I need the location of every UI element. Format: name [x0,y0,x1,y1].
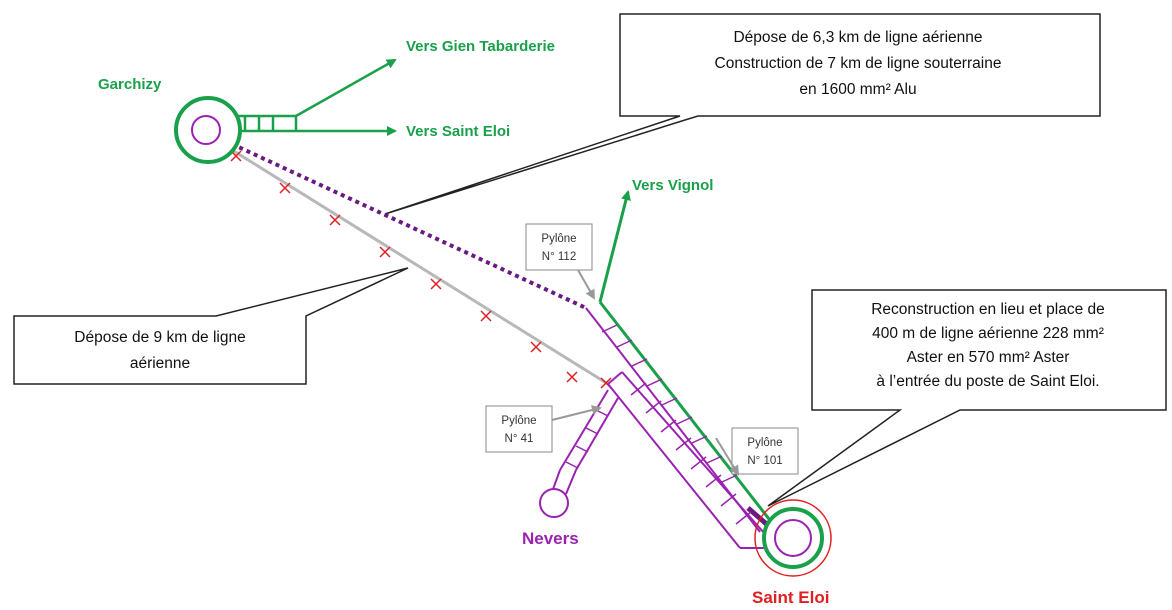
substation-garchizy[interactable] [174,96,242,164]
substation-saint-eloi[interactable] [754,499,832,577]
callout-reconstruction-line2: 400 m de ligne aérienne 228 mm² [872,325,1104,342]
callout-underground-line3: en 1600 mm² Alu [799,81,916,98]
callout-underground-line1: Dépose de 6,3 km de ligne aérienne [733,29,982,46]
removal-crosses [230,150,612,389]
callout-removal-line2: aérienne [130,355,190,372]
callout-reconstruction [767,289,1167,507]
callout-removal [13,267,409,385]
removed-overhead-line [215,138,609,386]
garchizy-green-links [230,58,397,136]
callout-removal-line1: Dépose de 9 km de ligne [74,329,245,346]
substation-nevers[interactable] [539,488,569,518]
underground-line [231,142,587,310]
pylon-112-label-1: Pylône [541,233,576,245]
callout-underground-line2: Construction de 7 km de ligne souterrain… [715,55,1002,72]
pylon-41-arrow [551,405,602,421]
pylon-112-box [525,223,593,271]
pylon-41-box [485,405,553,453]
pylon-101-label-1: Pylône [747,437,782,449]
label-nevers: Nevers [522,529,579,548]
callout-underground [384,13,1101,215]
pylon-41-label-1: Pylône [501,415,536,427]
label-saint-eloi: Saint Eloi [752,588,829,607]
pylon-112-label-2: N° 112 [542,251,576,263]
pylon-101-box [731,427,799,475]
pylon-101-label-2: N° 101 [747,455,782,467]
callout-reconstruction-line3: Aster en 570 mm² Aster [907,349,1070,366]
line-pylon41-network [551,371,780,549]
label-garchizy: Garchizy [98,76,162,93]
label-vers-saint-eloi: Vers Saint Eloi [406,123,510,140]
line-pylon112-saint-eloi [585,190,778,533]
pylon-101-arrow [715,437,740,476]
pylon-112-arrow [577,269,595,300]
pylon-41-label-2: N° 41 [505,433,534,445]
label-vers-gien: Vers Gien Tabarderie [406,38,555,55]
callout-reconstruction-line1: Reconstruction en lieu et place de [871,301,1105,318]
callout-reconstruction-line4: à l’entrée du poste de Saint Eloi. [876,373,1099,390]
label-vers-vignol: Vers Vignol [632,177,713,194]
